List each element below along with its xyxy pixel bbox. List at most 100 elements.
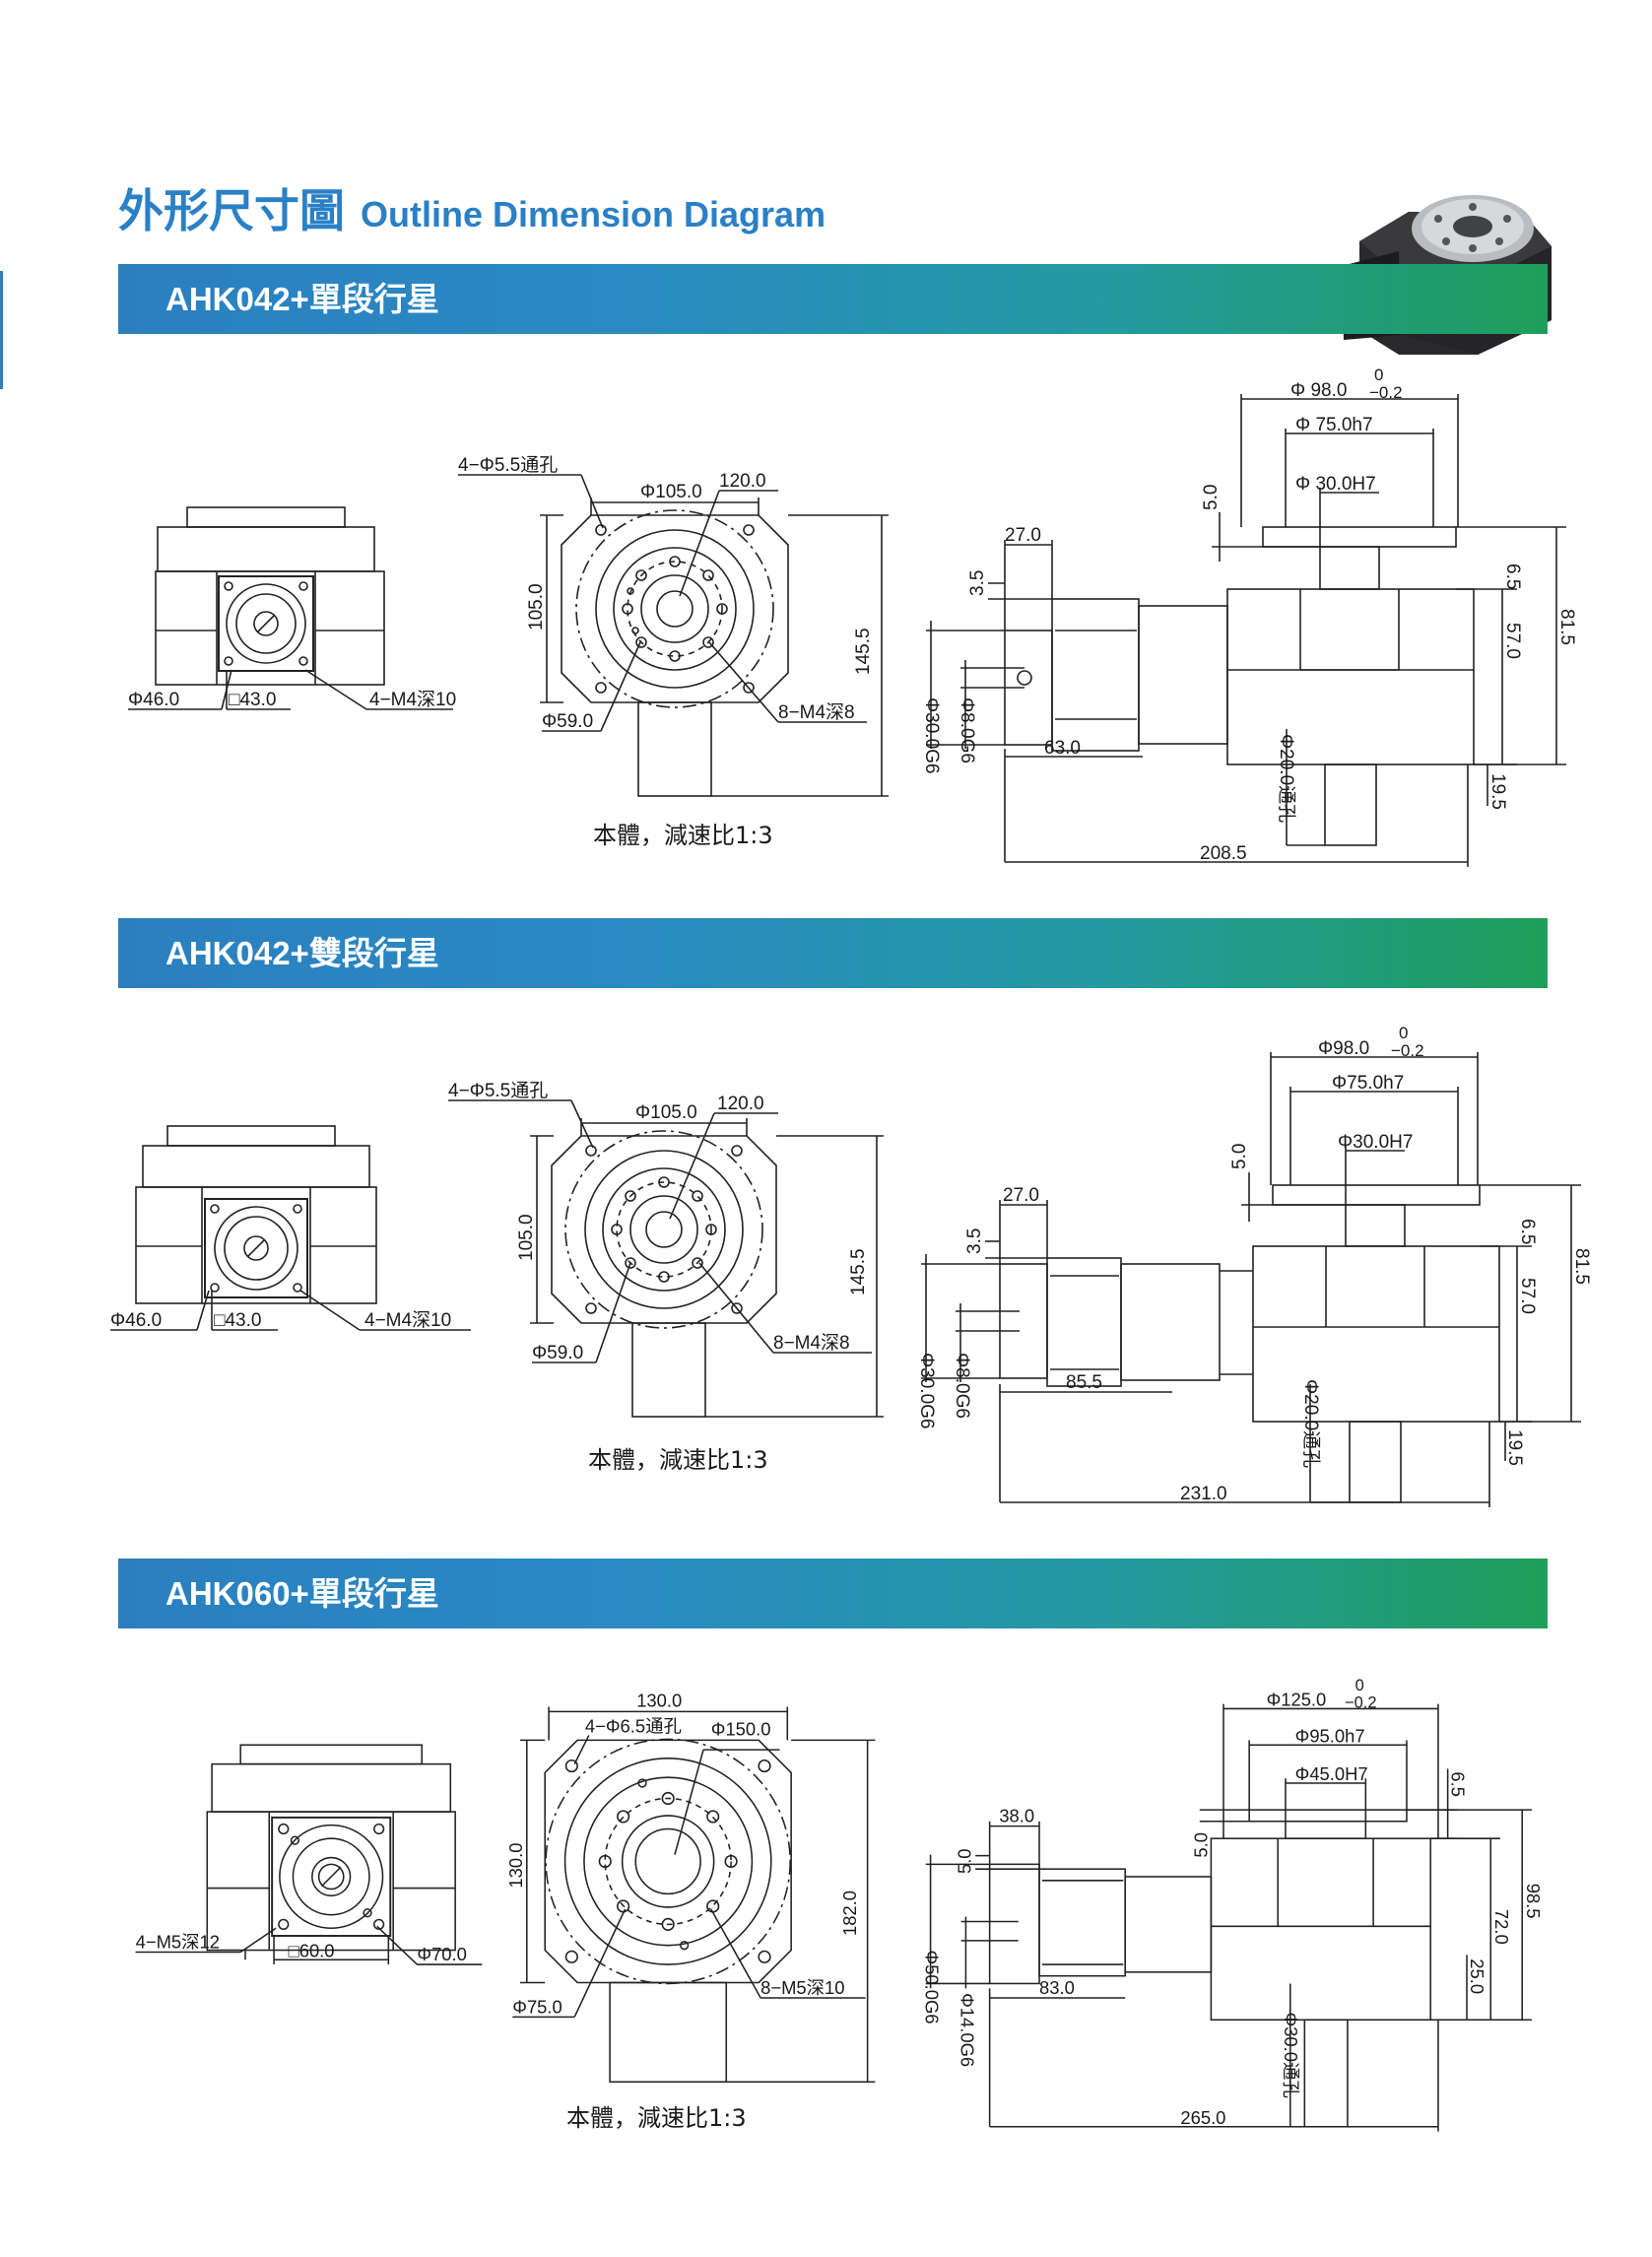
- profile-1-h-mid: 57.0: [1502, 623, 1523, 659]
- profile-3-tol-bot: −0.2: [1345, 1693, 1376, 1711]
- profile-2-tol-bot: −0.2: [1391, 1041, 1424, 1060]
- side-2-square: □43.0: [214, 1310, 261, 1331]
- profile-3-d-shaft: Φ50.0G6: [922, 1951, 943, 2025]
- profile-2-h-top: 6.5: [1517, 1219, 1538, 1244]
- front-1-h-left: 105.0: [526, 583, 547, 631]
- section-title-2: AHK042+雙段行星: [165, 935, 439, 971]
- profile-3-d-inner: Φ14.0G6: [958, 1993, 978, 2067]
- page-title-cn: 外形尺寸圖: [118, 184, 345, 237]
- profile-3-tol-top: 0: [1355, 1677, 1364, 1694]
- profile-3-flange-len: 38.0: [999, 1806, 1034, 1826]
- profile-view-3: [925, 1703, 1532, 2132]
- profile-2-h-total: 81.5: [1571, 1248, 1592, 1285]
- section-band-2: AHK042+雙段行星: [118, 918, 1548, 988]
- front-2-tap: 8−M4深8: [773, 1332, 850, 1354]
- section-3-caption: 本體，減速比1:3: [566, 2104, 747, 2132]
- front-3-pcd: Φ150.0: [711, 1719, 771, 1740]
- section-1-caption: 本體，減速比1:3: [593, 822, 773, 849]
- profile-1-tol-top: 0: [1374, 365, 1383, 384]
- front-2-d-top: Φ105.0: [635, 1102, 697, 1123]
- profile-1-h-low: 19.5: [1487, 773, 1508, 810]
- side-1-d-outer: Φ46.0: [128, 690, 179, 710]
- section-band-3: AHK060+單段行星: [118, 1559, 1548, 1628]
- side-3-d-outer: Φ70.0: [417, 1944, 466, 1964]
- profile-3-v-step: 5.0: [1191, 1832, 1212, 1858]
- profile-2-d-shaft: Φ30.0G6: [916, 1353, 937, 1428]
- profile-1-d-bore: Φ 30.0H7: [1295, 474, 1376, 495]
- front-3-h-left: 130.0: [505, 1843, 526, 1889]
- front-1-thru: 4−Φ5.5通孔: [458, 454, 558, 476]
- front-1-d-top: Φ105.0: [640, 482, 702, 502]
- front-view-2: [448, 1099, 884, 1418]
- front-1-tap: 8−M4深8: [778, 701, 855, 723]
- profile-2-h-mid: 57.0: [1517, 1278, 1538, 1314]
- front-3-thru: 4−Φ6.5通孔: [585, 1716, 682, 1737]
- profile-3-h-mid: 72.0: [1491, 1909, 1512, 1945]
- profile-3-d-mid: Φ95.0h7: [1295, 1725, 1365, 1746]
- profile-3-h-low: 25.0: [1467, 1958, 1487, 1994]
- profile-3-len-a: 83.0: [1039, 1977, 1075, 1998]
- side-view-1: [128, 506, 453, 710]
- profile-2-len-total: 231.0: [1180, 1484, 1227, 1504]
- profile-2-d-thru: Φ20.0通孔: [1300, 1379, 1322, 1468]
- side-3-square: □60.0: [289, 1940, 335, 1960]
- profile-2-tol-top: 0: [1399, 1024, 1408, 1042]
- profile-2-len-a: 85.5: [1066, 1372, 1102, 1393]
- profile-view-1: [926, 394, 1566, 867]
- section-2-drawings: Φ46.0 □43.0 4−M4深10 4−Φ5.5通孔 Φ105.0 120.…: [110, 1024, 1592, 1507]
- front-view-3: [512, 1706, 876, 2083]
- section-3-drawings: 4−M5深12 □60.0 Φ70.0 130.0 4−Φ6.5通孔 Φ150.…: [135, 1677, 1544, 2132]
- profile-2-d-mid: Φ75.0h7: [1332, 1073, 1404, 1094]
- profile-1-len-a: 63.0: [1044, 738, 1081, 759]
- side-view-3: [135, 1744, 483, 1965]
- profile-1-h-total: 81.5: [1556, 609, 1577, 645]
- front-3-d-bot: Φ75.0: [512, 1996, 562, 2017]
- profile-3-v-small: 5.0: [954, 1848, 974, 1874]
- edge-marker: [0, 271, 3, 389]
- front-1-h-right: 145.5: [853, 628, 874, 675]
- profile-3-d-main: Φ125.0: [1267, 1690, 1327, 1710]
- page-title-en: Outline Dimension Diagram: [361, 194, 826, 234]
- profile-view-2: [921, 1052, 1581, 1507]
- profile-3-d-bore: Φ45.0H7: [1295, 1763, 1368, 1784]
- profile-1-d-shaft: Φ30.0G6: [921, 697, 942, 773]
- front-2-h-right: 145.5: [848, 1248, 869, 1295]
- profile-2-flange-len: 27.0: [1003, 1185, 1039, 1206]
- profile-1-flange-len: 27.0: [1005, 525, 1041, 546]
- profile-1-tol-bot: −0.2: [1369, 383, 1403, 402]
- profile-3-h-top: 6.5: [1448, 1771, 1469, 1797]
- section-title-1: AHK042+單段行星: [165, 281, 439, 317]
- profile-1-h-top: 6.5: [1502, 564, 1523, 589]
- profile-2-d-main: Φ98.0: [1318, 1038, 1369, 1059]
- profile-1-d-main: Φ 98.0: [1290, 380, 1347, 401]
- side-1-tap: 4−M4深10: [369, 689, 456, 710]
- profile-2-d-inner: Φ8.0G6: [952, 1353, 972, 1419]
- profile-1-d-mid: Φ 75.0h7: [1295, 415, 1373, 435]
- profile-2-h-low: 19.5: [1504, 1429, 1525, 1466]
- profile-2-d-bore: Φ30.0H7: [1338, 1132, 1413, 1153]
- side-2-tap: 4−M4深10: [364, 1309, 451, 1331]
- side-3-tap: 4−M5深12: [136, 1932, 220, 1953]
- front-2-h-left: 105.0: [516, 1214, 537, 1261]
- section-title-3: AHK060+單段行星: [165, 1575, 439, 1612]
- side-2-d-outer: Φ46.0: [110, 1310, 162, 1331]
- profile-3-d-thru: Φ30.0通孔: [1281, 2013, 1301, 2098]
- section-band-1: AHK042+單段行星: [118, 264, 1548, 334]
- profile-1-v-small: 3.5: [967, 570, 988, 596]
- section-2-caption: 本體，減速比1:3: [588, 1446, 768, 1474]
- side-view-2: [110, 1125, 471, 1331]
- profile-1-d-inner: Φ8.0G6: [957, 697, 977, 763]
- profile-2-v-step: 5.0: [1229, 1144, 1250, 1169]
- profile-2-v-small: 3.5: [964, 1228, 985, 1254]
- section-1-drawings: Φ46.0 □43.0 4−M4深10 4−Φ5.5通孔 Φ105.0 120.…: [128, 365, 1577, 867]
- page-title: 外形尺寸圖 Outline Dimension Diagram: [118, 175, 826, 237]
- profile-1-v-step: 5.0: [1201, 485, 1222, 510]
- front-3-h-right: 182.0: [839, 1891, 860, 1936]
- profile-3-len-total: 265.0: [1180, 2107, 1225, 2128]
- front-1-d-bot: Φ59.0: [542, 711, 593, 732]
- front-2-thru: 4−Φ5.5通孔: [448, 1080, 548, 1101]
- front-2-pcd: 120.0: [717, 1094, 764, 1114]
- side-1-square: □43.0: [229, 690, 276, 710]
- profile-3-h-total: 98.5: [1523, 1884, 1544, 1919]
- front-3-width: 130.0: [636, 1691, 682, 1711]
